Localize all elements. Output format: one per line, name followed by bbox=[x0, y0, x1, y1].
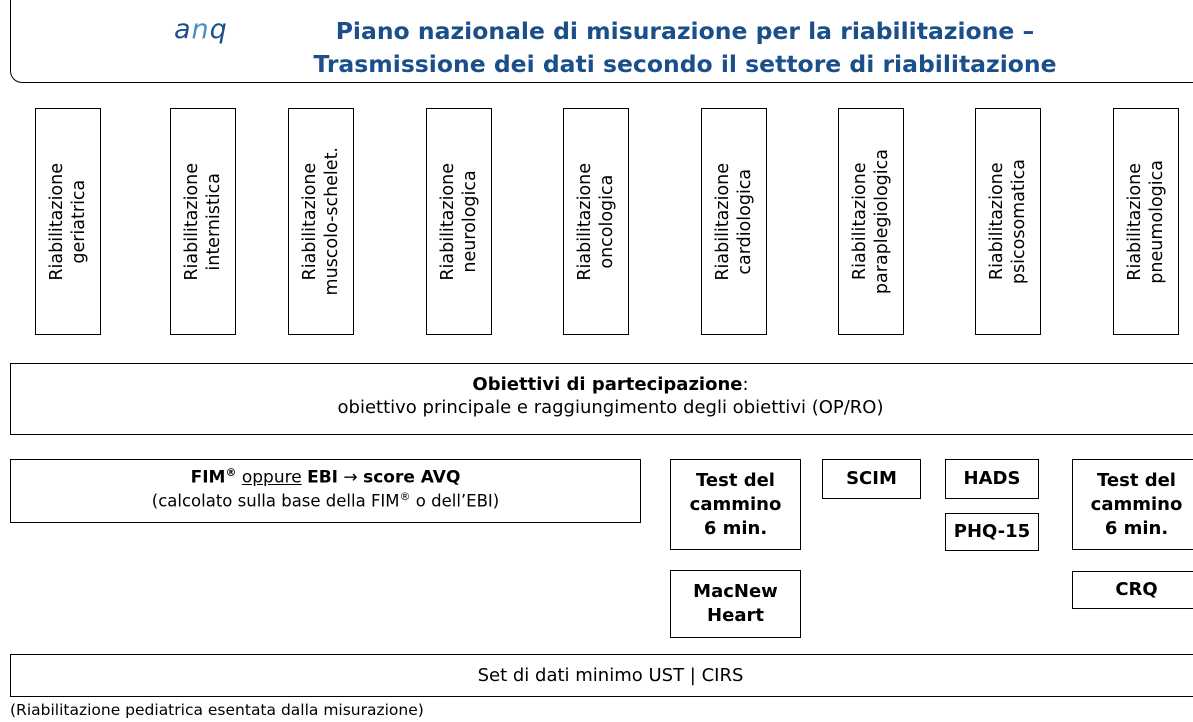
pediatric-exemption-note: (Riabilitazione pediatrica esentata dall… bbox=[10, 701, 424, 719]
sector-label-line2: psicosomatica bbox=[1009, 158, 1029, 285]
sector-label-line2: internistica bbox=[204, 172, 224, 271]
participation-title: Obiettivi di partecipazione bbox=[472, 374, 743, 395]
instrument-line: Test del bbox=[1097, 469, 1176, 491]
participation-colon: : bbox=[742, 374, 749, 395]
participation-subtitle: obiettivo principale e raggiungimento de… bbox=[337, 397, 884, 418]
scim-box: SCIM bbox=[822, 459, 921, 499]
instrument-line: HADS bbox=[963, 468, 1021, 489]
page-title-line-2: Trasmissione dei dati secondo il settore… bbox=[313, 50, 1057, 78]
sector-label-line2: paraplegiologica bbox=[872, 148, 892, 295]
phq-15-box: PHQ-15 bbox=[945, 513, 1039, 551]
instrument-line: MacNew bbox=[693, 581, 778, 602]
oppure-label: oppure bbox=[241, 467, 302, 488]
sector-label-line2: neurologica bbox=[460, 170, 480, 273]
test-cammino-6min-cardio-box: Test del cammino 6 min. bbox=[670, 459, 801, 550]
sector-label-line1: Riabilitazione bbox=[47, 162, 67, 281]
sector-label-line1: Riabilitazione bbox=[300, 162, 320, 281]
score-avq-label: score AVQ bbox=[363, 467, 461, 488]
fim-label: FIM bbox=[190, 467, 226, 488]
sector-label-line2: cardiologica bbox=[735, 168, 755, 275]
minimum-dataset-label: Set di dati minimo UST | CIRS bbox=[477, 665, 744, 686]
test-cammino-6min-pneumo-box: Test del cammino 6 min. bbox=[1072, 459, 1193, 550]
sector-label-line2: pneumologica bbox=[1147, 159, 1167, 284]
header-frame bbox=[10, 0, 1193, 83]
instrument-line: 6 min. bbox=[1104, 517, 1169, 539]
sector-label-line1: Riabilitazione bbox=[850, 162, 870, 281]
page-title-line-1: Piano nazionale di misurazione per la ri… bbox=[335, 17, 1035, 45]
sector-label-line1: Riabilitazione bbox=[575, 162, 595, 281]
sector-label-line2: oncologica bbox=[597, 174, 617, 269]
ebi-label: EBI bbox=[307, 467, 339, 488]
hads-box: HADS bbox=[945, 459, 1039, 499]
registered-mark: ® bbox=[399, 489, 411, 503]
sector-label-line1: Riabilitazione bbox=[182, 162, 202, 281]
instrument-line: 6 min. bbox=[703, 517, 768, 539]
sector-label-line1: Riabilitazione bbox=[987, 162, 1007, 281]
minimum-dataset-box: Set di dati minimo UST | CIRS bbox=[10, 654, 1193, 697]
registered-mark: ® bbox=[225, 466, 237, 479]
instrument-line: Heart bbox=[707, 605, 764, 626]
arrow-right-icon: → bbox=[343, 467, 358, 488]
instrument-line: Test del bbox=[696, 469, 775, 491]
anq-logo: anq bbox=[174, 14, 228, 45]
fim-ebi-box: FIM® oppure EBI → score AVQ (calcolato s… bbox=[10, 459, 641, 523]
fim-note-b: o dell’EBI) bbox=[410, 491, 500, 511]
sector-label-line1: Riabilitazione bbox=[1125, 162, 1145, 281]
sector-label-line1: Riabilitazione bbox=[438, 162, 458, 281]
crq-box: CRQ bbox=[1072, 571, 1193, 609]
sector-label-line2: geriatrica bbox=[69, 179, 89, 264]
fim-note-a: (calcolato sulla base della FIM bbox=[151, 491, 400, 511]
instrument-line: PHQ-15 bbox=[953, 521, 1031, 542]
instrument-line: cammino bbox=[1090, 493, 1183, 515]
instrument-line: SCIM bbox=[846, 468, 897, 489]
macnew-heart-box: MacNew Heart bbox=[670, 570, 801, 638]
participation-goals-box: Obiettivi di partecipazione: obiettivo p… bbox=[10, 363, 1193, 435]
sector-label-line1: Riabilitazione bbox=[713, 162, 733, 281]
instrument-line: CRQ bbox=[1115, 579, 1158, 600]
instrument-line: cammino bbox=[689, 493, 782, 515]
sector-label-line2: muscolo-schelet. bbox=[322, 147, 342, 296]
